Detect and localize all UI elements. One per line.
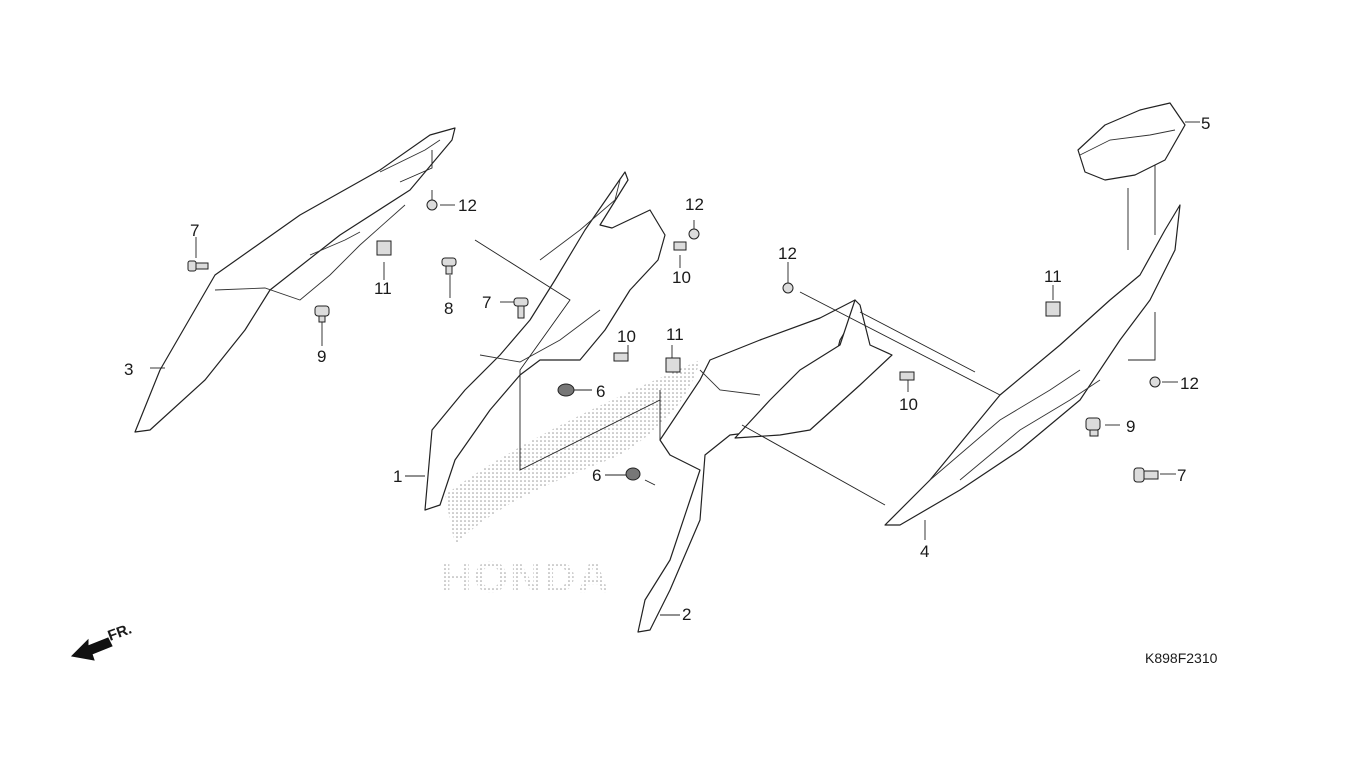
screw-12-center xyxy=(688,228,700,240)
callout-4: 4 xyxy=(920,542,929,561)
callout-11-left: 11 xyxy=(374,279,392,298)
screw-7-right xyxy=(1133,467,1159,483)
part-5-rear-cap xyxy=(1077,102,1186,181)
front-label: FR. xyxy=(106,621,135,645)
clip-10-upper xyxy=(673,241,687,251)
callout-8: 8 xyxy=(444,299,453,318)
callout-9-right: 9 xyxy=(1126,417,1135,436)
clip-11-right xyxy=(1045,301,1061,317)
callout-6-lower: 6 xyxy=(592,466,601,485)
clip-10-mid xyxy=(613,352,629,362)
grommet-6-upper xyxy=(557,383,575,397)
screw-7-left xyxy=(187,260,209,272)
clip-11-center xyxy=(665,357,681,373)
watermark-text: HONDA xyxy=(440,553,611,602)
callout-10-mid: 10 xyxy=(617,327,636,346)
screw-7-center xyxy=(513,297,529,319)
part-2-center-lower-cover xyxy=(637,299,859,633)
callout-12-left: 12 xyxy=(458,196,477,215)
callout-2: 2 xyxy=(682,605,691,624)
honda-watermark: HONDA xyxy=(440,360,700,602)
callout-12-right: 12 xyxy=(778,244,797,263)
callout-6-upper: 6 xyxy=(596,382,605,401)
clip-10-right xyxy=(899,371,915,381)
callout-10-right: 10 xyxy=(899,395,918,414)
callout-7-right: 7 xyxy=(1177,466,1186,485)
screw-12-far-right xyxy=(1149,376,1161,388)
callouts: 3 7 11 12 9 8 7 1 6 6 12 10 10 11 2 12 1… xyxy=(124,114,1210,624)
grommet-6-lower xyxy=(625,467,641,481)
screw-12-left xyxy=(426,199,438,211)
diagram-code: K898F2310 xyxy=(1145,650,1218,666)
callout-3: 3 xyxy=(124,360,133,379)
callout-1: 1 xyxy=(393,467,402,486)
wing-emblem xyxy=(445,360,700,545)
front-arrow-icon xyxy=(70,637,113,661)
callout-10-upper: 10 xyxy=(672,268,691,287)
callout-12-center: 12 xyxy=(685,195,704,214)
callout-9-left: 9 xyxy=(317,347,326,366)
screw-8 xyxy=(441,257,457,275)
callout-7-center: 7 xyxy=(482,293,491,312)
part-4-right-side-cover xyxy=(734,204,1181,526)
clip-11-left xyxy=(376,240,392,256)
part-1-left-side-cover xyxy=(424,171,666,511)
callout-11-right: 11 xyxy=(1044,267,1062,286)
fasteners xyxy=(187,199,1161,483)
callout-5: 5 xyxy=(1201,114,1210,133)
callout-7-left: 7 xyxy=(190,221,199,240)
bolt-9-right xyxy=(1085,417,1101,437)
bolt-9-left xyxy=(314,305,330,323)
callout-11-center: 11 xyxy=(666,325,684,344)
front-direction-indicator: FR. xyxy=(70,621,135,661)
screw-12-right xyxy=(782,282,794,294)
part-3-left-rear-cover xyxy=(134,127,456,433)
callout-12-far-right: 12 xyxy=(1180,374,1199,393)
